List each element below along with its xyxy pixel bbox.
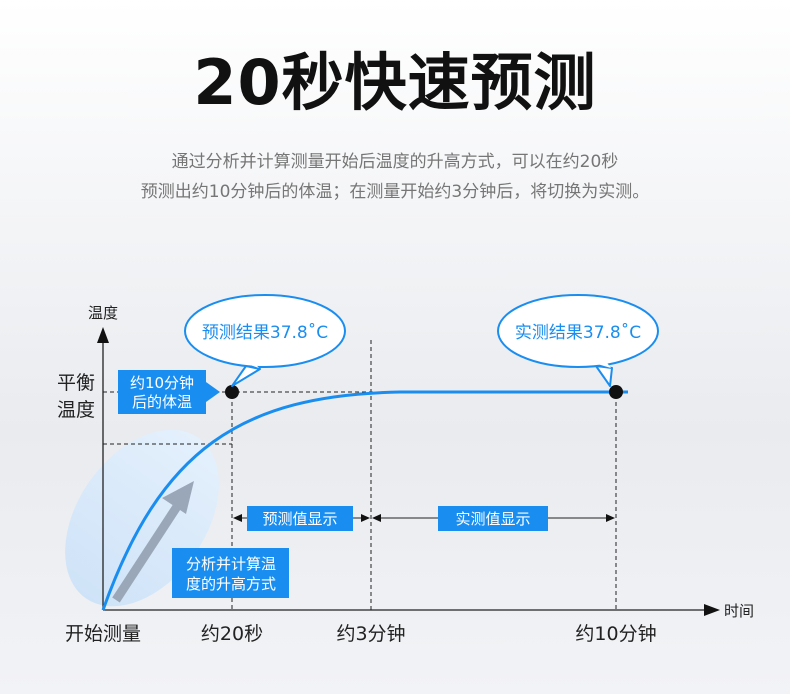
description-line-2: 预测出约10分钟后的体温；在测量开始约3分钟后，将切换为实测。 — [140, 182, 650, 202]
body-temp-line-2: 后的体温 — [132, 393, 192, 411]
analysis-line-2: 度的升高方式 — [186, 575, 276, 593]
description: 通过分析并计算测量开始后温度的升高方式，可以在约20秒 预测出约10分钟后的体温… — [0, 147, 790, 207]
actual-point — [609, 385, 623, 399]
body-temp-box: 约10分钟 后的体温 — [118, 370, 220, 414]
predict-point — [225, 385, 239, 399]
x-tick-3min: 约3分钟 — [336, 623, 405, 645]
predict-result-callout: 预测结果37.8˚C — [184, 294, 346, 387]
actual-result-callout: 实测结果37.8˚C — [497, 294, 659, 387]
analysis-region — [65, 429, 219, 607]
rise-arrow-icon — [112, 481, 194, 603]
temperature-curve — [101, 390, 628, 611]
x-axis — [103, 604, 720, 616]
actual-result-text: 实测结果37.8˚C — [515, 322, 641, 343]
y-tick-label-line-1: 平衡 — [57, 372, 95, 394]
y-axis — [97, 327, 109, 610]
body-temp-line-1: 约10分钟 — [130, 374, 194, 392]
description-line-1: 通过分析并计算测量开始后温度的升高方式，可以在约20秒 — [171, 152, 619, 172]
page-title: 20秒快速预测 — [193, 46, 597, 119]
analysis-box: 分析并计算温 度的升高方式 — [172, 548, 289, 598]
y-tick-label-line-2: 温度 — [57, 399, 95, 421]
actual-phase-span: 实测值显示 — [372, 506, 615, 531]
x-axis-label: 时间 — [724, 602, 754, 620]
actual-display-label: 实测值显示 — [455, 510, 530, 528]
predict-result-text: 预测结果37.8˚C — [202, 322, 328, 343]
predict-display-label: 预测值显示 — [262, 510, 337, 528]
predict-phase-span: 预测值显示 — [233, 506, 370, 531]
y-axis-label: 温度 — [88, 304, 118, 322]
x-tick-20s: 约20秒 — [201, 623, 263, 645]
x-tick-10min: 约10分钟 — [575, 623, 656, 645]
x-tick-start: 开始测量 — [65, 623, 141, 645]
analysis-line-1: 分析并计算温 — [186, 555, 276, 573]
